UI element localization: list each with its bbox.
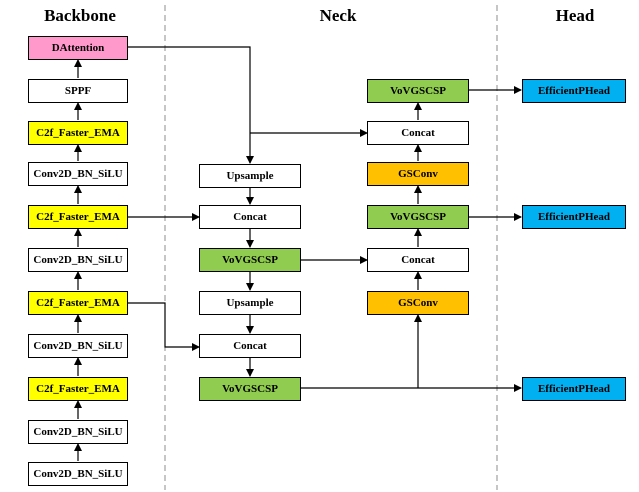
neck-vovgscsp-top: VoVGSCSP (367, 79, 469, 103)
section-title-backbone: Backbone (44, 6, 116, 25)
backbone-conv-2: Conv2D_BN_SiLU (28, 248, 128, 272)
neck-upsample-1: Upsample (199, 164, 301, 188)
neck-vovgscsp-mid: VoVGSCSP (367, 205, 469, 229)
edge-dattention-upsample1 (128, 46, 254, 164)
neck-upsample-2: Upsample (199, 291, 301, 315)
backbone-c2f-faster-ema-3: C2f_Faster_EMA (28, 291, 128, 315)
neck-concat-top: Concat (367, 121, 469, 145)
edge-c2f3-concat2 (128, 302, 200, 351)
neck-vovgscsp-1: VoVGSCSP (199, 248, 301, 272)
backbone-conv-1: Conv2D_BN_SiLU (28, 162, 128, 186)
neck-gsconv-1: GSConv (367, 162, 469, 186)
neck-gsconv-2: GSConv (367, 291, 469, 315)
section-title-neck: Neck (319, 6, 357, 25)
backbone-conv-4: Conv2D_BN_SiLU (28, 420, 128, 444)
neck-concat-2: Concat (199, 334, 301, 358)
neck-concat-1: Concat (199, 205, 301, 229)
head-efficientphead-3: EfficientPHead (522, 377, 626, 401)
backbone-sppf: SPPF (28, 79, 128, 103)
backbone-c2f-faster-ema-2: C2f_Faster_EMA (28, 205, 128, 229)
backbone-conv-5: Conv2D_BN_SiLU (28, 462, 128, 486)
head-efficientphead-2: EfficientPHead (522, 205, 626, 229)
neck-vovgscsp-2: VoVGSCSP (199, 377, 301, 401)
neck-concat-mid: Concat (367, 248, 469, 272)
backbone-c2f-faster-ema-1: C2f_Faster_EMA (28, 121, 128, 145)
backbone-c2f-faster-ema-4: C2f_Faster_EMA (28, 377, 128, 401)
section-title-head: Head (555, 6, 595, 25)
head-efficientphead-1: EfficientPHead (522, 79, 626, 103)
backbone-conv-3: Conv2D_BN_SiLU (28, 334, 128, 358)
backbone-dattention: DAttention (28, 36, 128, 60)
